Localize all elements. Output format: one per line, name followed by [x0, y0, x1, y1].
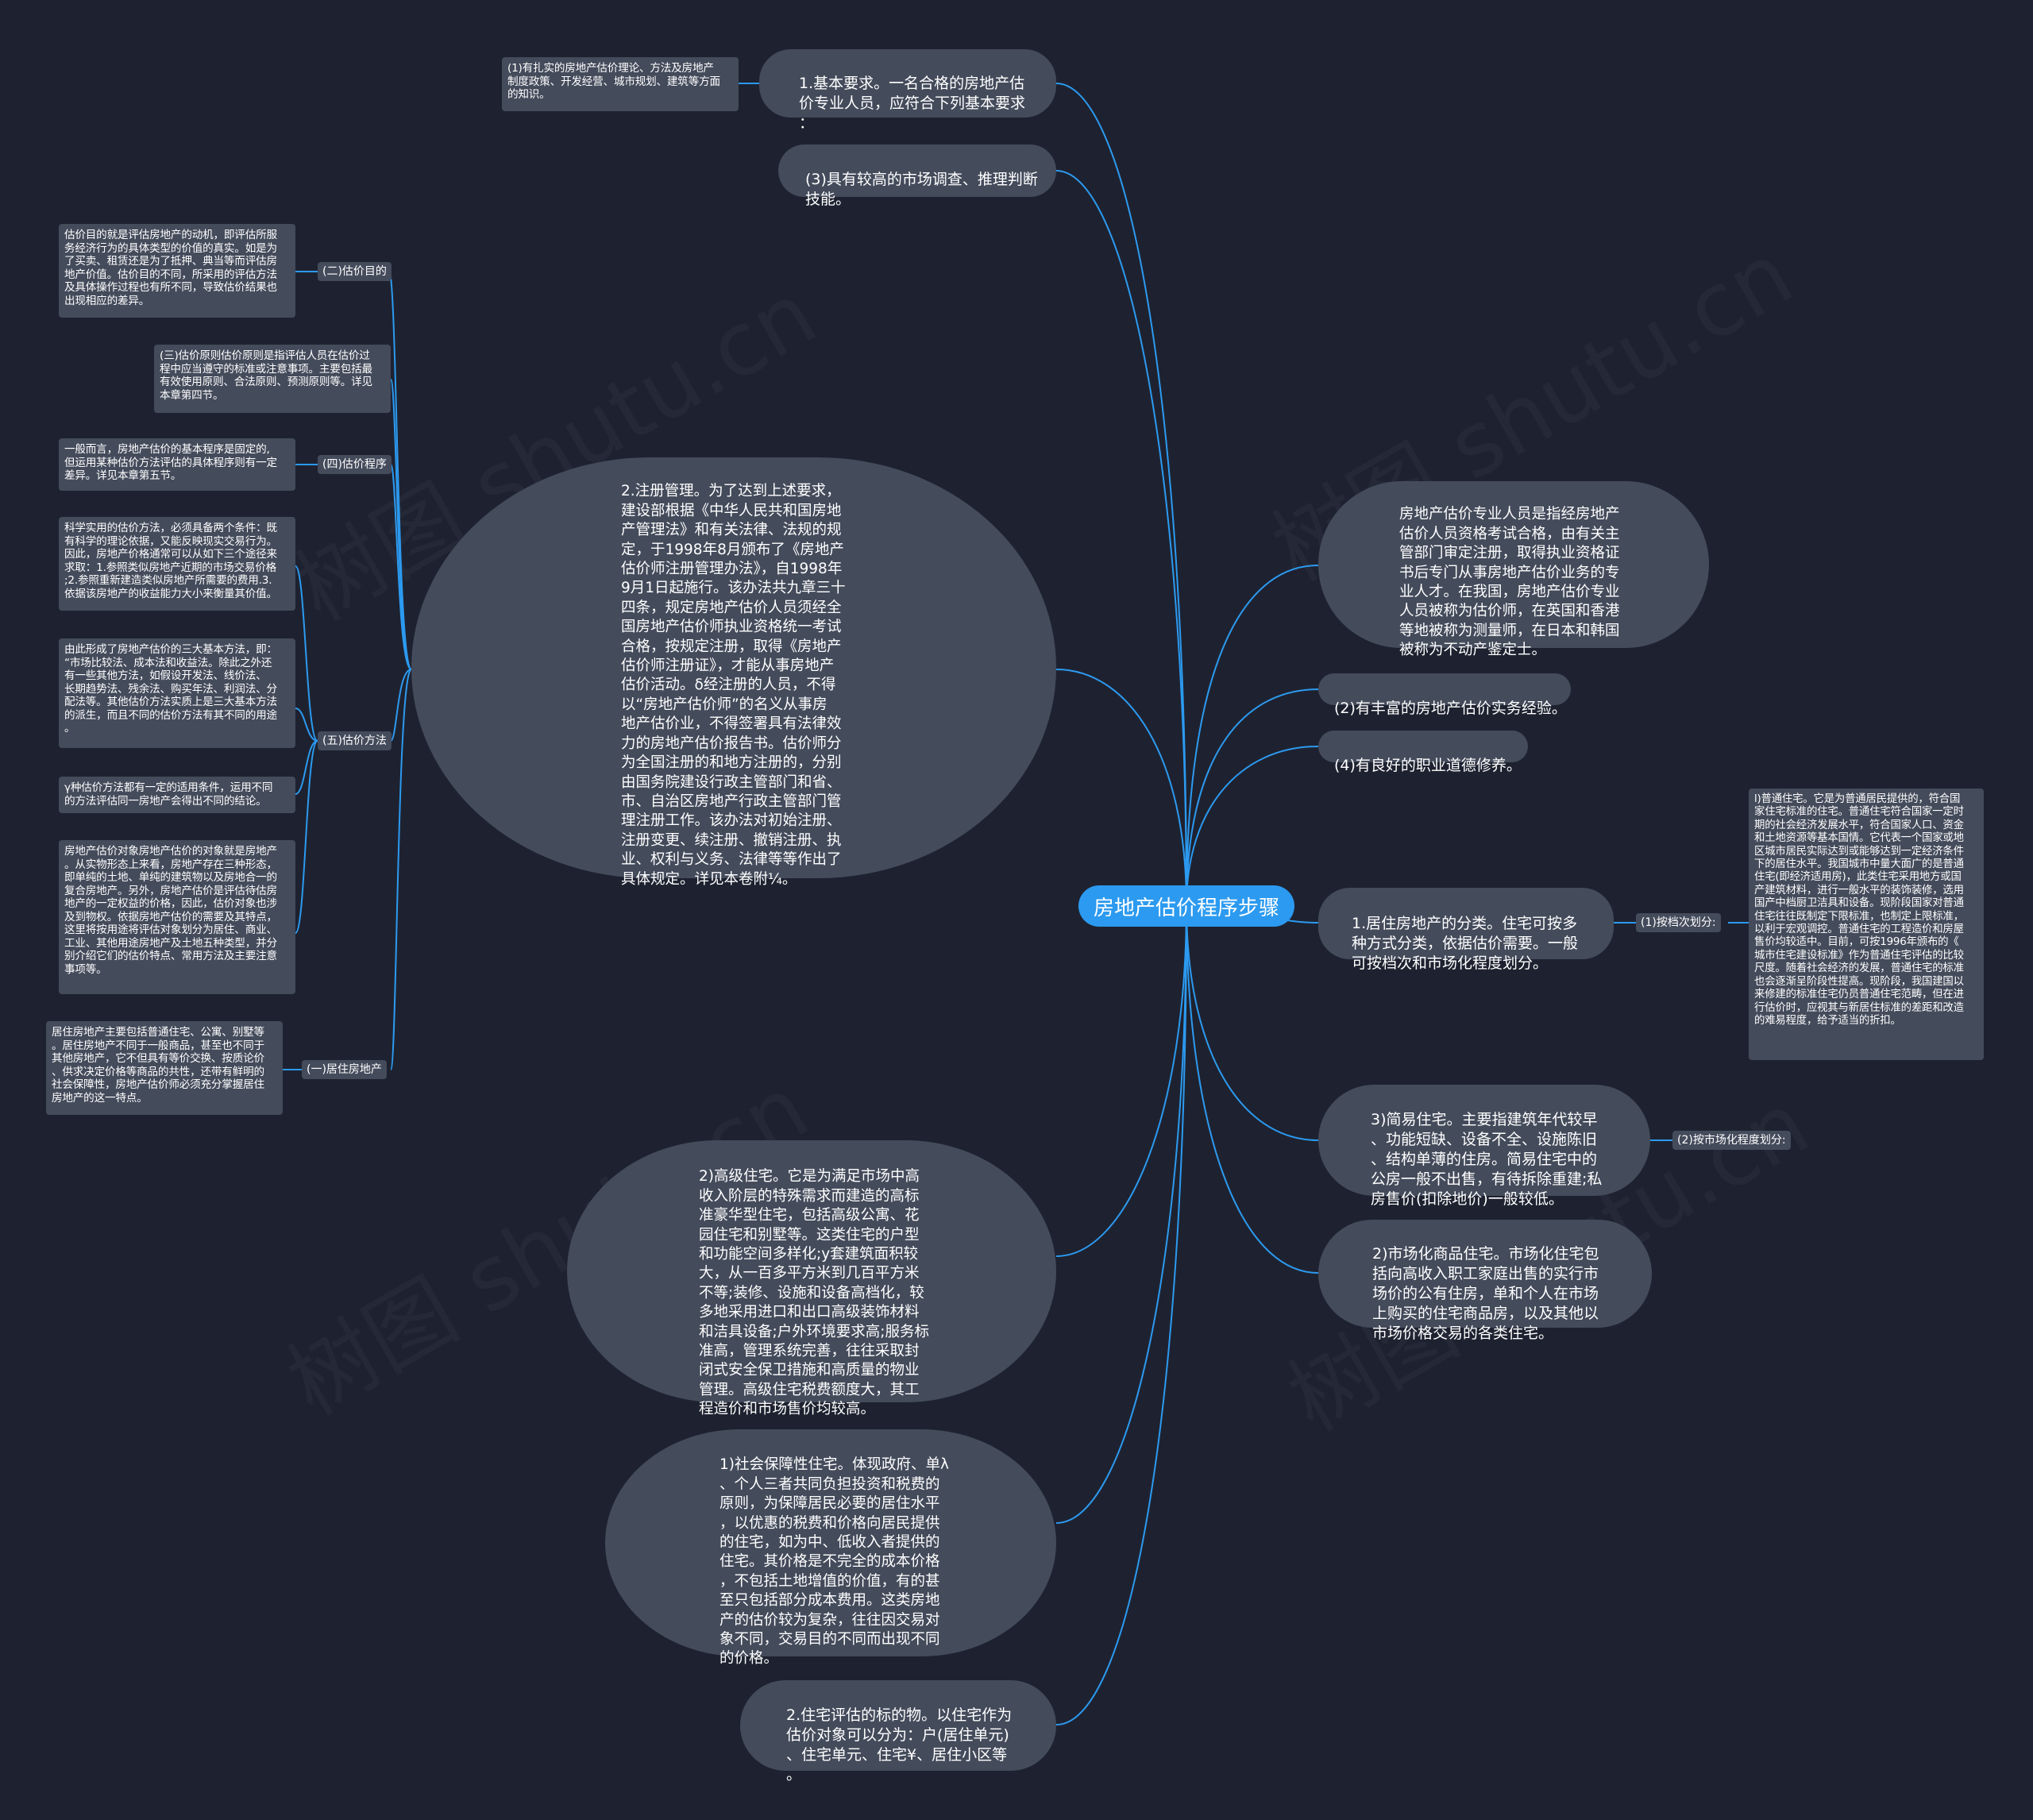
residential-label[interactable]: (一)居住房地产 — [302, 1060, 387, 1079]
link-method-text1 — [295, 565, 318, 742]
link-simple-housing — [1186, 904, 1319, 1141]
link-registration — [1055, 669, 1187, 906]
root-node[interactable]: 房地产估价程序步骤 — [1078, 885, 1294, 927]
basic-requirement-text: 1.基本要求。一名合格的房地产估 价专业人员，应符合下列基本要求 ： — [799, 75, 1026, 132]
social-housing-text: 1)社会保障性住宅。体现政府、单λ 、个人三者共同负担投资和税费的 原则，为保障… — [719, 1456, 949, 1668]
registration-node[interactable]: 2.注册管理。为了达到上述要求， 建设部根据《中华人民共和国房地 产管理法》和有… — [411, 457, 1056, 888]
link-principle — [390, 379, 412, 670]
definition-node[interactable]: 房地产估价专业人员是指经房地产 估价人员资格考试合格，由有关主 管部门审定注册，… — [1318, 481, 1709, 658]
link-basic-req — [1055, 83, 1187, 906]
method-text3[interactable]: γ种估价方法都有一定的适用条件，运用不同 的方法评估同一房地产会得出不同的结论。 — [59, 777, 295, 813]
target-node[interactable]: 2.住宅评估的标的物。以住宅作为 估价对象可以分为：户(居住单元) 、住宅单元、… — [740, 1680, 1056, 1783]
by-market-label[interactable]: (2)按市场化程度划分: — [1672, 1131, 1791, 1150]
simple-housing-text: 3)简易住宅。主要指建筑年代较早 、功能短缺、设备不全、设施陈旧 、结构单薄的住… — [1371, 1111, 1603, 1208]
definition-text: 房地产估价专业人员是指经房地产 估价人员资格考试合格，由有关主 管部门审定注册，… — [1399, 506, 1620, 659]
link-exp2 — [1186, 688, 1319, 906]
basic-requirement-node[interactable]: 1.基本要求。一名合格的房地产估 价专业人员，应符合下列基本要求 ： — [759, 49, 1056, 132]
procedure-label[interactable]: (四)估价程序 — [318, 455, 392, 474]
link-purpose — [388, 271, 412, 670]
luxury-housing-text: 2)高级住宅。它是为满足市场中高 收入阶层的特殊需求而建造的高标 准豪华型住宅，… — [699, 1168, 929, 1418]
link-skill3 — [1055, 170, 1187, 906]
link-method-text4 — [295, 740, 318, 934]
ethics-text: (4)有良好的职业道德修养。 — [1334, 757, 1522, 774]
link-target — [1055, 904, 1187, 1726]
skill-node[interactable]: (3)具有较高的市场调查、推理判断 技能。 — [778, 145, 1056, 208]
procedure-text[interactable]: 一般而言，房地产估价的基本程序是固定的, 但运用某种估价方法评估的具体程序则有一… — [59, 438, 295, 491]
link-ethic4 — [1186, 746, 1319, 906]
registration-text: 2.注册管理。为了达到上述要求， 建设部根据《中华人民共和国房地 产管理法》和有… — [621, 483, 846, 888]
link-social — [1055, 904, 1187, 1524]
link-residential — [390, 669, 412, 1070]
link-method-text2 — [295, 708, 318, 742]
simple-housing-node[interactable]: 3)简易住宅。主要指建筑年代较早 、功能短缺、设备不全、设施陈旧 、结构单薄的住… — [1318, 1085, 1650, 1208]
link-market-housing — [1186, 904, 1319, 1274]
method-label[interactable]: (五)估价方法 — [318, 731, 392, 750]
link-method — [390, 669, 412, 742]
luxury-housing-node[interactable]: 2)高级住宅。它是为满足市场中高 收入阶层的特殊需求而建造的高标 准豪华型住宅，… — [567, 1140, 1056, 1417]
by-grade-label[interactable]: (1)按档次划分: — [1636, 913, 1721, 932]
ordinary-housing-text[interactable]: l)普通住宅。它是为普通居民提供的，符合国 家住宅标准的住宅。普通住宅符合国家一… — [1749, 789, 1984, 1060]
purpose-text[interactable]: 估价目的就是评估房地产的动机，即评估所服 务经济行为的具体类型的价值的真实。如是… — [59, 224, 295, 318]
market-housing-text: 2)市场化商品住宅。市场化住宅包 括向高收入职工家庭出售的实行市 场价的公有住房… — [1372, 1245, 1599, 1342]
social-housing-node[interactable]: 1)社会保障性住宅。体现政府、单λ 、个人三者共同负担投资和税费的 原则，为保障… — [605, 1429, 1056, 1667]
method-text4[interactable]: 房地产估价对象房地产估价的对象就是房地产 。从实物形态上来看，房地产存在三种形态… — [59, 840, 295, 994]
method-text1[interactable]: 科学实用的估价方法，必须具备两个条件：既 有科学的理论依据，又能反映现实交易行为… — [59, 517, 295, 611]
principle-text[interactable]: (三)估价原则估价原则是指评估人员在估价过 程中应当遵守的标准或注意事项。主要包… — [154, 345, 391, 413]
ethics-node[interactable]: (4)有良好的职业道德修养。 — [1318, 731, 1528, 774]
link-luxury — [1055, 904, 1187, 1257]
residential-class-node[interactable]: 1.居住房地产的分类。住宅可按多 种方式分类，依据估价需要。一般 可按档次和市场… — [1318, 888, 1614, 972]
link-definition — [1186, 565, 1319, 906]
link-method-text3 — [295, 740, 318, 795]
market-housing-node[interactable]: 2)市场化商品住宅。市场化住宅包 括向高收入职工家庭出售的实行市 场价的公有住房… — [1318, 1220, 1652, 1342]
residential-text[interactable]: 居住房地产主要包括普通住宅、公寓、别墅等 。居住房地产不同于一般商品，甚至也不同… — [46, 1021, 283, 1115]
experience-text: (2)有丰富的房地产估价实务经验。 — [1334, 700, 1567, 717]
skill-text: (3)具有较高的市场调查、推理判断 技能。 — [805, 171, 1038, 208]
residential-class-text: 1.居住房地产的分类。住宅可按多 种方式分类，依据估价需要。一般 可按档次和市场… — [1352, 915, 1579, 972]
purpose-label[interactable]: (二)估价目的 — [318, 262, 392, 281]
target-text: 2.住宅评估的标的物。以住宅作为 估价对象可以分为：户(居住单元) 、住宅单元、… — [786, 1706, 1013, 1783]
basic-requirement-item1[interactable]: (1)有扎实的房地产估价理论、方法及房地产 制度政策、开发经营、城市规划、建筑等… — [502, 57, 739, 111]
experience-node[interactable]: (2)有丰富的房地产估价实务经验。 — [1318, 673, 1571, 717]
method-text2[interactable]: 由此形成了房地产估价的三大基本方法，即： “市场比较法、成本法和收益法。除此之外… — [59, 638, 295, 748]
link-procedure — [390, 464, 412, 670]
